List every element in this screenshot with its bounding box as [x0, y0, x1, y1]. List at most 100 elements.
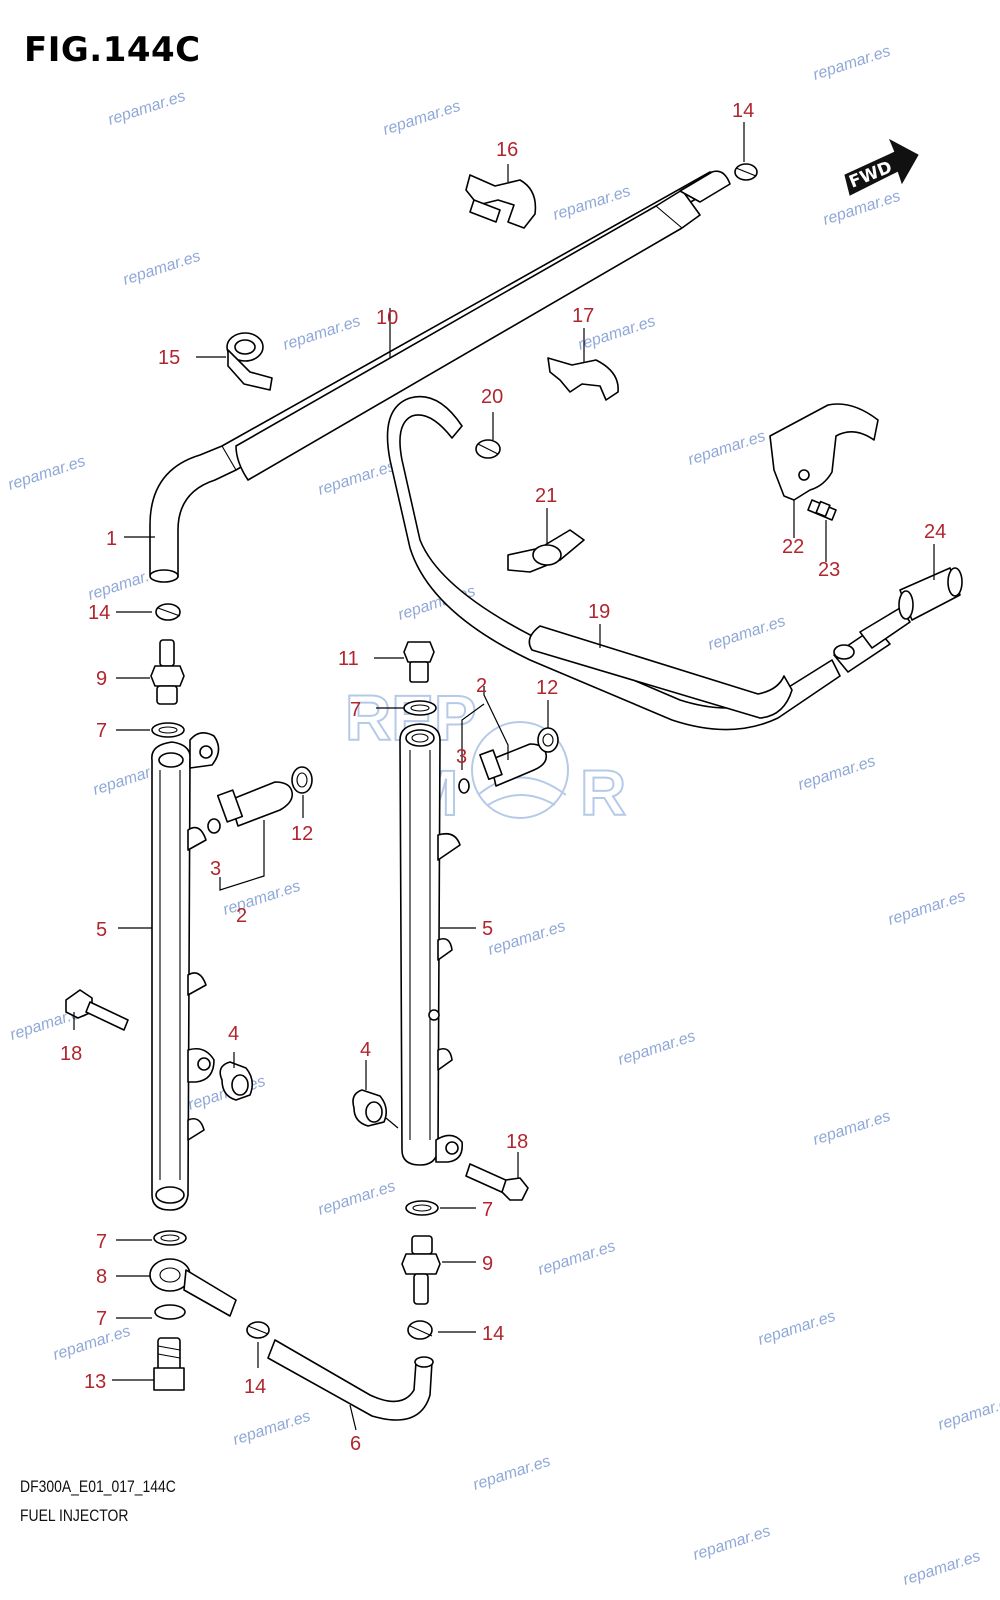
watermark-text: repamar.es: [486, 918, 568, 959]
washer-7-top-left-hole: [158, 726, 178, 734]
washer-7-bottom-right-hole: [412, 1204, 432, 1212]
washer-7-top-left: [151, 722, 185, 738]
cap-12-left: [291, 766, 313, 794]
watermark-text: repamar.es: [51, 1323, 133, 1364]
part-label-20: 20: [481, 386, 503, 408]
washer-7-top-right: [403, 700, 437, 716]
fuel-hose-10: [149, 170, 731, 583]
part-label-3: 3: [210, 858, 221, 880]
watermark-text: repamar.es: [536, 1238, 618, 1279]
watermark-text: repamar.es: [691, 1523, 773, 1564]
part-label-12: 12: [291, 823, 313, 845]
part-label-5: 5: [96, 919, 107, 941]
banjo-bolt-13: [153, 1337, 185, 1391]
watermark-text: repamar.es: [706, 613, 788, 654]
part-label-15: 15: [158, 347, 180, 369]
injector-2-right: [458, 743, 548, 794]
banjo-fitting-8: [149, 1258, 237, 1317]
watermark-text: repamar.es: [616, 1028, 698, 1069]
figure-code: DF300A_E01_017_144C: [20, 1477, 176, 1496]
hose-clip-14-left: [155, 603, 181, 621]
watermark-text: repamar.es: [281, 313, 363, 354]
fuel-hose-6: [267, 1339, 434, 1421]
part-label-9: 9: [96, 668, 107, 690]
leader-lines: [73, 122, 935, 1431]
part-label-19: 19: [588, 601, 610, 623]
hose-clip-14-right: [407, 1320, 433, 1340]
part-label-7: 7: [482, 1199, 493, 1221]
clamp-17: [547, 357, 619, 401]
part-label-2: 2: [476, 675, 487, 697]
watermark-text: repamar.es: [936, 1393, 1000, 1434]
watermark-text: repamar.es: [686, 428, 768, 469]
part-label-18: 18: [506, 1131, 528, 1153]
clamp-15: [226, 332, 273, 391]
watermark-text: repamar.es: [381, 98, 463, 139]
part-label-9: 9: [482, 1253, 493, 1275]
fitting-9-left: [150, 639, 185, 705]
part-label-14: 14: [88, 602, 110, 624]
logo-wave: [477, 776, 567, 796]
part-label-7: 7: [96, 1308, 107, 1330]
part-label-4: 4: [360, 1039, 371, 1061]
clamp-21: [507, 529, 585, 573]
watermark-text: repamar.es: [316, 1178, 398, 1219]
grommet-4-left: [219, 1061, 254, 1101]
fuel-rail-right: [399, 723, 464, 1166]
part-label-4: 4: [228, 1023, 239, 1045]
logo-text-r: R: [580, 757, 626, 829]
part-label-18: 18: [60, 1043, 82, 1065]
part-label-11: 11: [338, 648, 359, 670]
watermark-text: repamar.es: [471, 1453, 553, 1494]
watermark-text: repamar.es: [811, 1108, 893, 1149]
figure-title: FIG.144C: [24, 30, 201, 70]
watermark-text: repamar.es: [811, 43, 893, 84]
part-label-7: 7: [96, 720, 107, 742]
part-label-7: 7: [350, 699, 361, 721]
fuel-hose-19: [386, 395, 911, 731]
part-label-3: 3: [456, 746, 467, 768]
bolt-18-left: [65, 989, 129, 1031]
part-label-10: 10: [376, 307, 398, 329]
part-label-5: 5: [482, 918, 493, 940]
hose-clip-14-bottom-left: [246, 1321, 270, 1339]
injector-2-left: [207, 781, 294, 834]
watermark-text: repamar.es: [821, 188, 903, 229]
part-label-7: 7: [96, 1231, 107, 1253]
fuel-rail-left: [151, 732, 220, 1211]
watermark-text: repamar.es: [316, 458, 398, 499]
part-label-13: 13: [84, 1371, 106, 1393]
bracket-22: [769, 403, 879, 501]
part-label-14: 14: [732, 100, 754, 122]
watermark-text: repamar.es: [221, 878, 303, 919]
watermark-text: repamar.es: [901, 1548, 983, 1589]
hose-clip-14-top: [734, 163, 758, 181]
watermark-text: repamar.es: [796, 753, 878, 794]
part-label-21: 21: [535, 485, 557, 507]
part-label-6: 6: [350, 1433, 361, 1455]
sleeve-24: [898, 567, 963, 621]
watermark-text: repamar.es: [121, 248, 203, 289]
figure-name: FUEL INJECTOR: [20, 1506, 129, 1525]
washer-7-bottom-left: [153, 1230, 187, 1246]
grommet-4-right: [352, 1089, 388, 1127]
logo-circle: [471, 721, 569, 819]
watermark-text: repamar.es: [231, 1408, 313, 1449]
washer-7-top-right-hole: [410, 704, 430, 712]
washer-7-bottom-left-hole: [160, 1234, 180, 1242]
watermark-text: repamar.es: [106, 88, 188, 129]
part-label-2: 2: [236, 905, 247, 927]
plug-11: [403, 641, 435, 683]
watermark-text: repamar.es: [886, 888, 968, 929]
bolt-23: [807, 499, 837, 521]
part-labels: 1 14 9 7 3 2 5 12 4 18 7 8 7 13 14 6 10 …: [60, 100, 946, 1455]
watermark-text: repamar.es: [756, 1308, 838, 1349]
part-label-14: 14: [482, 1323, 504, 1345]
part-label-12: 12: [536, 677, 558, 699]
part-label-23: 23: [818, 559, 840, 581]
hose-clip-20: [475, 439, 501, 459]
clamp-16: [465, 174, 537, 229]
part-label-17: 17: [572, 305, 594, 327]
washer-7-banjo: [154, 1304, 186, 1320]
